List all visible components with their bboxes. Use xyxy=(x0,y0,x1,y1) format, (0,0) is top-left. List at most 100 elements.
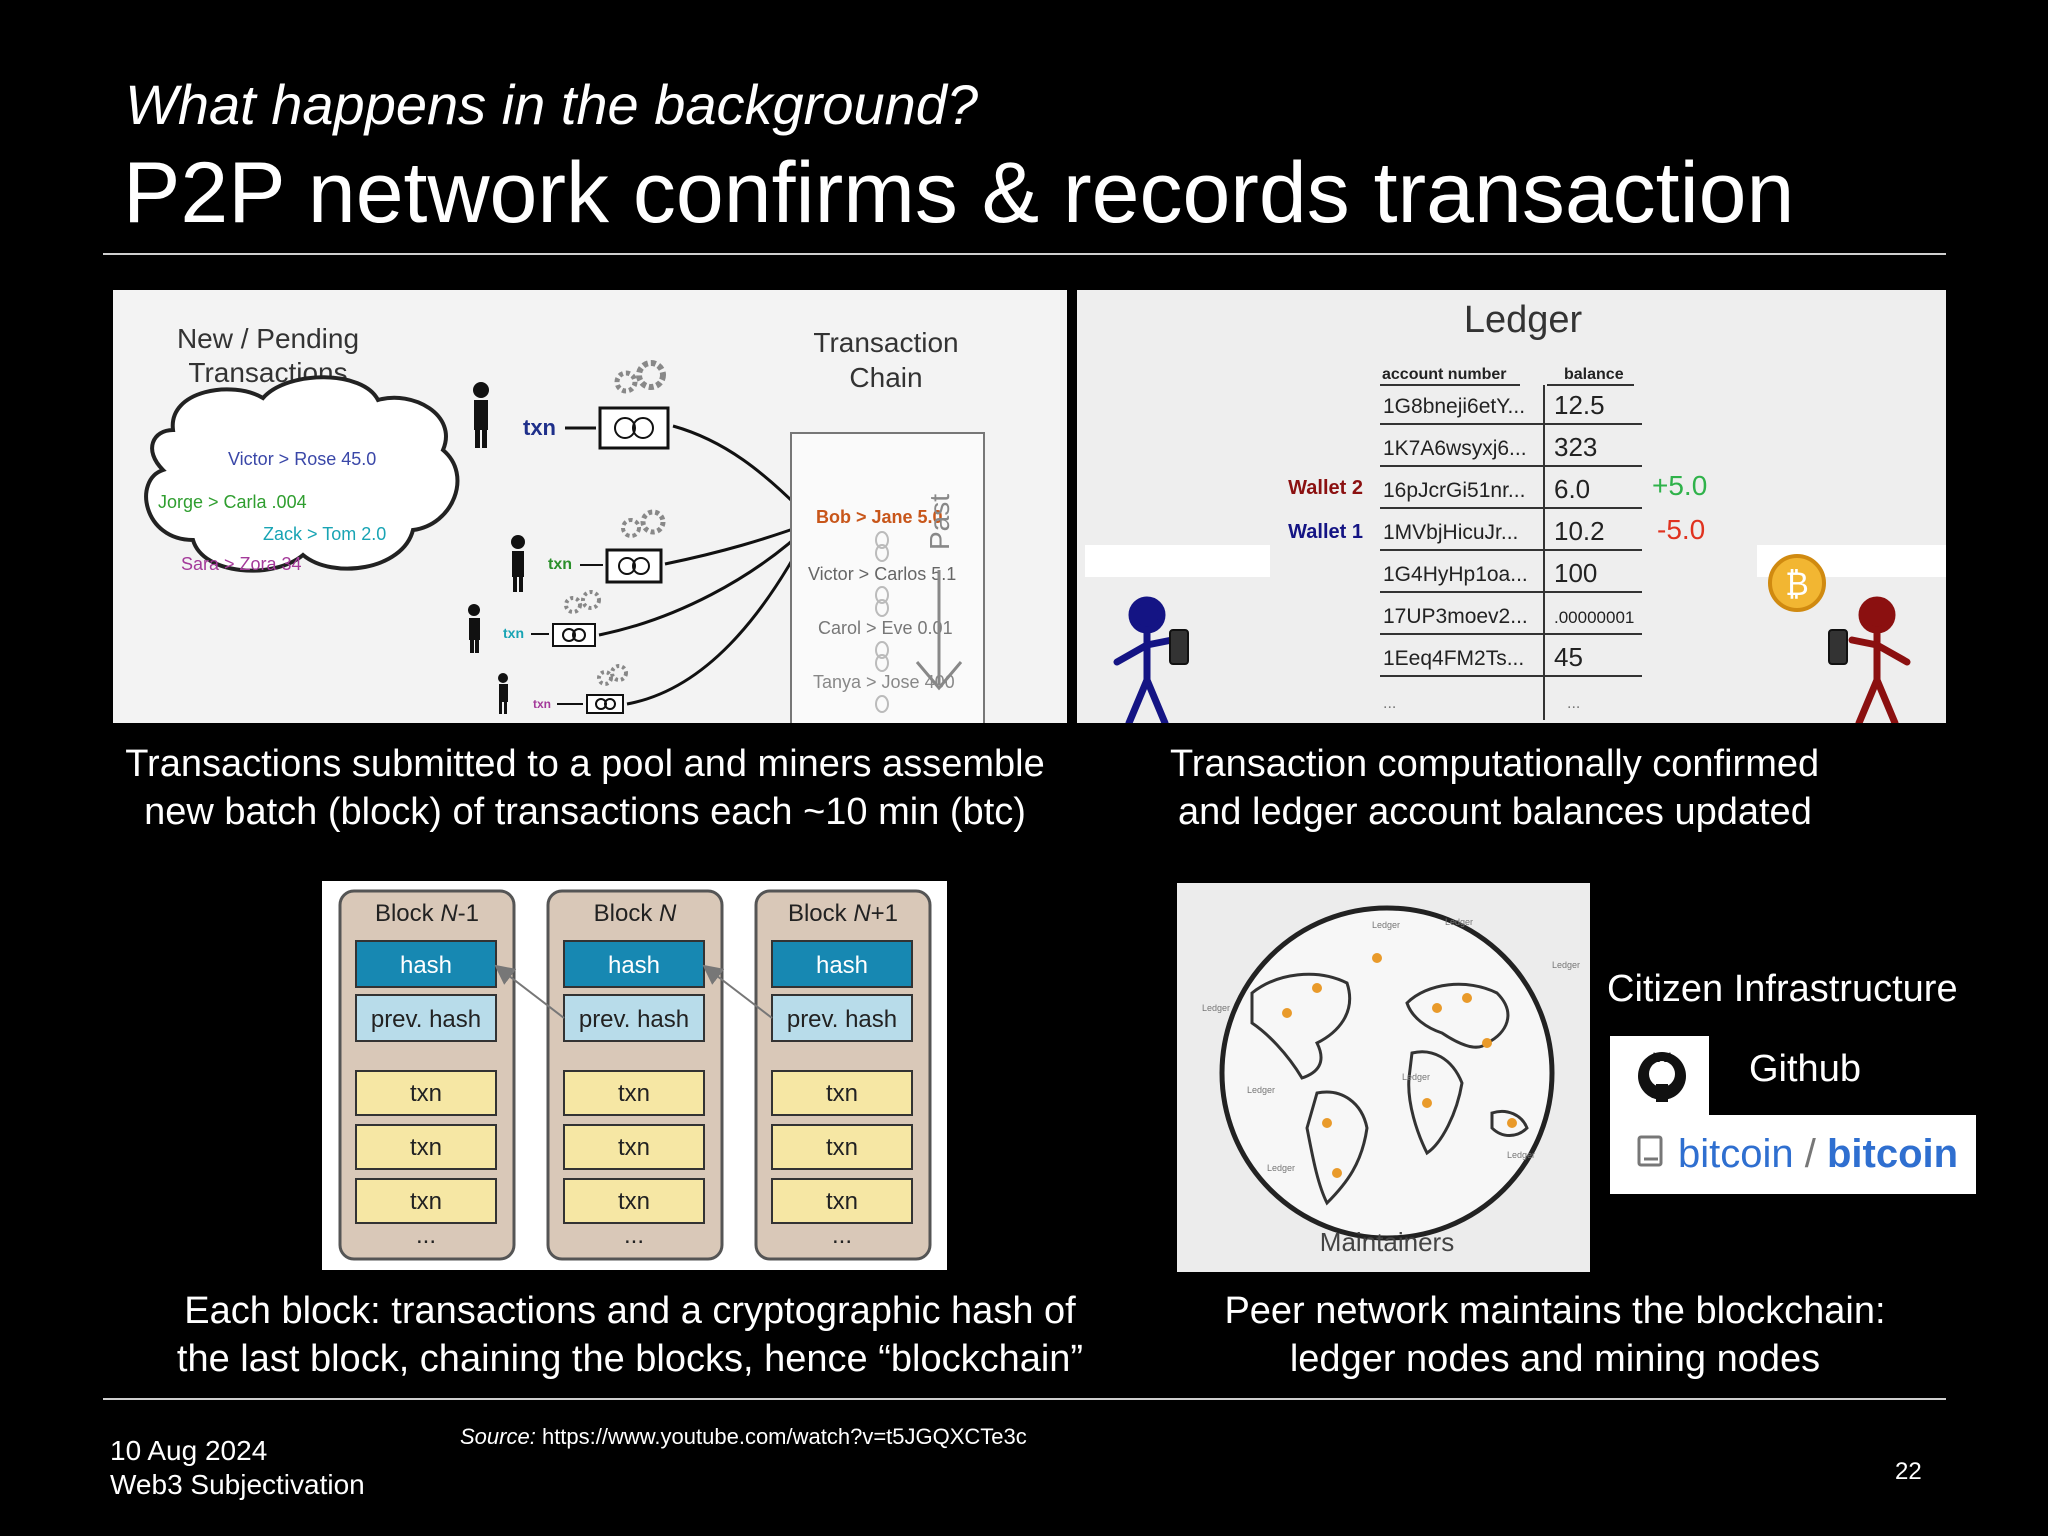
txn-label: txn xyxy=(826,1080,858,1107)
wallet-2-user-figure xyxy=(1848,596,1911,723)
chain-title-line2: Chain xyxy=(849,362,922,393)
gear-icon xyxy=(636,360,666,390)
ledger-balance: 12.5 xyxy=(1554,390,1605,420)
txn-cell xyxy=(771,1070,913,1116)
pool-title-line1: New / Pending xyxy=(177,323,359,354)
maintainers-label: Maintainers xyxy=(1320,1227,1454,1257)
txn-label: txn xyxy=(826,1134,858,1161)
ledger-balance: 323 xyxy=(1554,432,1597,462)
pending-item: Jorge > Carla .004 xyxy=(158,492,307,512)
chain-title-line1: Transaction xyxy=(813,327,958,358)
hash-label: hash xyxy=(816,952,868,979)
ledger-balance: ... xyxy=(1567,695,1580,712)
down-arrow-icon xyxy=(915,661,963,691)
citizen-infrastructure-label: Citizen Infrastructure xyxy=(1607,968,1958,1010)
page-number: 22 xyxy=(1895,1458,1922,1485)
txn-label: txn xyxy=(503,625,524,641)
continents xyxy=(1250,972,1529,1206)
hash-label: hash xyxy=(400,952,452,979)
ledger-balance: 10.2 xyxy=(1554,516,1605,546)
ledger-title: Ledger xyxy=(1464,299,1583,341)
txn-label: txn xyxy=(618,1188,650,1215)
prev-hash-link-arrow xyxy=(702,964,773,1019)
block-ellipsis: ... xyxy=(416,1222,436,1249)
pending-item: Zack > Tom 2.0 xyxy=(263,524,386,544)
ledger-col-account: account number xyxy=(1382,366,1506,383)
prev-hash-label: prev. hash xyxy=(787,1006,897,1033)
wallet-1-change: -5.0 xyxy=(1657,514,1705,545)
txn-cell xyxy=(355,1124,497,1170)
block-ellipsis: ... xyxy=(832,1222,852,1249)
txn-label: txn xyxy=(410,1134,442,1161)
gear-icon xyxy=(581,590,601,610)
txn-label: txn xyxy=(410,1188,442,1215)
github-logo-tile[interactable] xyxy=(1610,1036,1709,1115)
chain-links xyxy=(875,531,889,713)
prev-hash-label: prev. hash xyxy=(371,1006,481,1033)
pending-item: Victor > Rose 45.0 xyxy=(228,449,376,469)
footer-info: 10 Aug 2024 Web3 Subjectivation xyxy=(110,1434,365,1502)
source-label: Source: xyxy=(460,1424,536,1449)
gear-icon xyxy=(614,370,638,394)
wallet-2-change: +5.0 xyxy=(1652,470,1707,501)
footer-date: 10 Aug 2024 xyxy=(110,1435,268,1466)
ledger-grid xyxy=(1380,384,1642,720)
slide-title: P2P network confirms & records transacti… xyxy=(123,145,1795,241)
txn-label: txn xyxy=(533,697,551,711)
txn-label: txn xyxy=(618,1080,650,1107)
miner-4: txn xyxy=(498,664,628,714)
block-ellipsis: ... xyxy=(624,1222,644,1249)
txn-cell xyxy=(355,1070,497,1116)
ledger-node-label: Ledger xyxy=(1552,960,1580,970)
repo-owner[interactable]: bitcoin xyxy=(1678,1132,1794,1176)
footer-rule xyxy=(103,1398,1946,1400)
past-label: Past xyxy=(924,494,955,550)
txn-label: txn xyxy=(548,556,572,573)
ledger-balance: 45 xyxy=(1554,642,1583,672)
block-title: Block N-1 xyxy=(375,900,479,927)
txn-label: txn xyxy=(523,415,556,440)
caption-pool: Transactions submitted to a pool and min… xyxy=(125,743,1045,833)
pending-transactions-panel: New / Pending Transactions Victor > Rose… xyxy=(113,290,1067,723)
repo-name[interactable]: bitcoin xyxy=(1827,1132,1959,1176)
txn-label: txn xyxy=(410,1080,442,1107)
gear-icon xyxy=(640,509,666,535)
prev-hash-cell xyxy=(355,994,497,1042)
ledger-account: 1K7A6wsyxj6... xyxy=(1383,437,1527,460)
block-title: Block N+1 xyxy=(788,900,898,927)
gear-icon xyxy=(621,518,641,538)
txn-label: txn xyxy=(618,1134,650,1161)
repo-separator: / xyxy=(1804,1132,1816,1176)
txn-cell xyxy=(355,1178,497,1224)
blockchain-diagram-panel: Block N-1 hash prev. hash txn txn txn... Block… xyxy=(322,881,947,1270)
ledger-account: 16pJcrGi51nr... xyxy=(1383,479,1525,502)
ledger-panel: Ledger account number balance 1G8bneji6e… xyxy=(1077,290,1946,723)
github-repo-link[interactable]: bitcoin / bitcoin xyxy=(1610,1115,1976,1194)
pending-pool-cloud xyxy=(144,375,460,573)
txn-cell xyxy=(563,1178,705,1224)
ledger-node-label: Ledger xyxy=(1445,917,1473,927)
hash-cell xyxy=(355,940,497,988)
ledger-account: 1MVbjHicuJr... xyxy=(1383,521,1518,544)
txn-cell xyxy=(771,1124,913,1170)
ledger-account: 17UP3moev2... xyxy=(1383,605,1528,628)
source-url[interactable]: https://www.youtube.com/watch?v=t5JGQXCT… xyxy=(541,1424,1027,1449)
ledger-node-label: Ledger xyxy=(1372,920,1400,930)
chain-item: Tanya > Jose 400 xyxy=(813,672,955,692)
caption-maintainers: Peer network maintains the blockchain: l… xyxy=(1224,1290,1886,1380)
ledger-node-label: Ledger xyxy=(1247,1085,1275,1095)
hash-label: hash xyxy=(608,952,660,979)
phone-icon xyxy=(1828,629,1848,665)
pending-item: Sara > Zora 34 xyxy=(181,554,302,574)
repo-icon xyxy=(1637,1135,1663,1167)
hash-cell xyxy=(563,940,705,988)
ledger-account: 1Eeq4FM2Ts... xyxy=(1383,647,1524,670)
title-rule xyxy=(103,253,1946,255)
gear-icon xyxy=(564,596,582,614)
slide-subtitle: What happens in the background? xyxy=(125,73,979,136)
txn-cell xyxy=(563,1070,705,1116)
caption-blocks: Each block: transactions and a cryptogra… xyxy=(176,1290,1084,1380)
phone-icon xyxy=(1169,629,1189,665)
maintainers-panel: Ledger Ledger Ledger Ledger Ledger Ledge… xyxy=(1177,883,1590,1272)
mining-nodes xyxy=(1282,953,1517,1178)
